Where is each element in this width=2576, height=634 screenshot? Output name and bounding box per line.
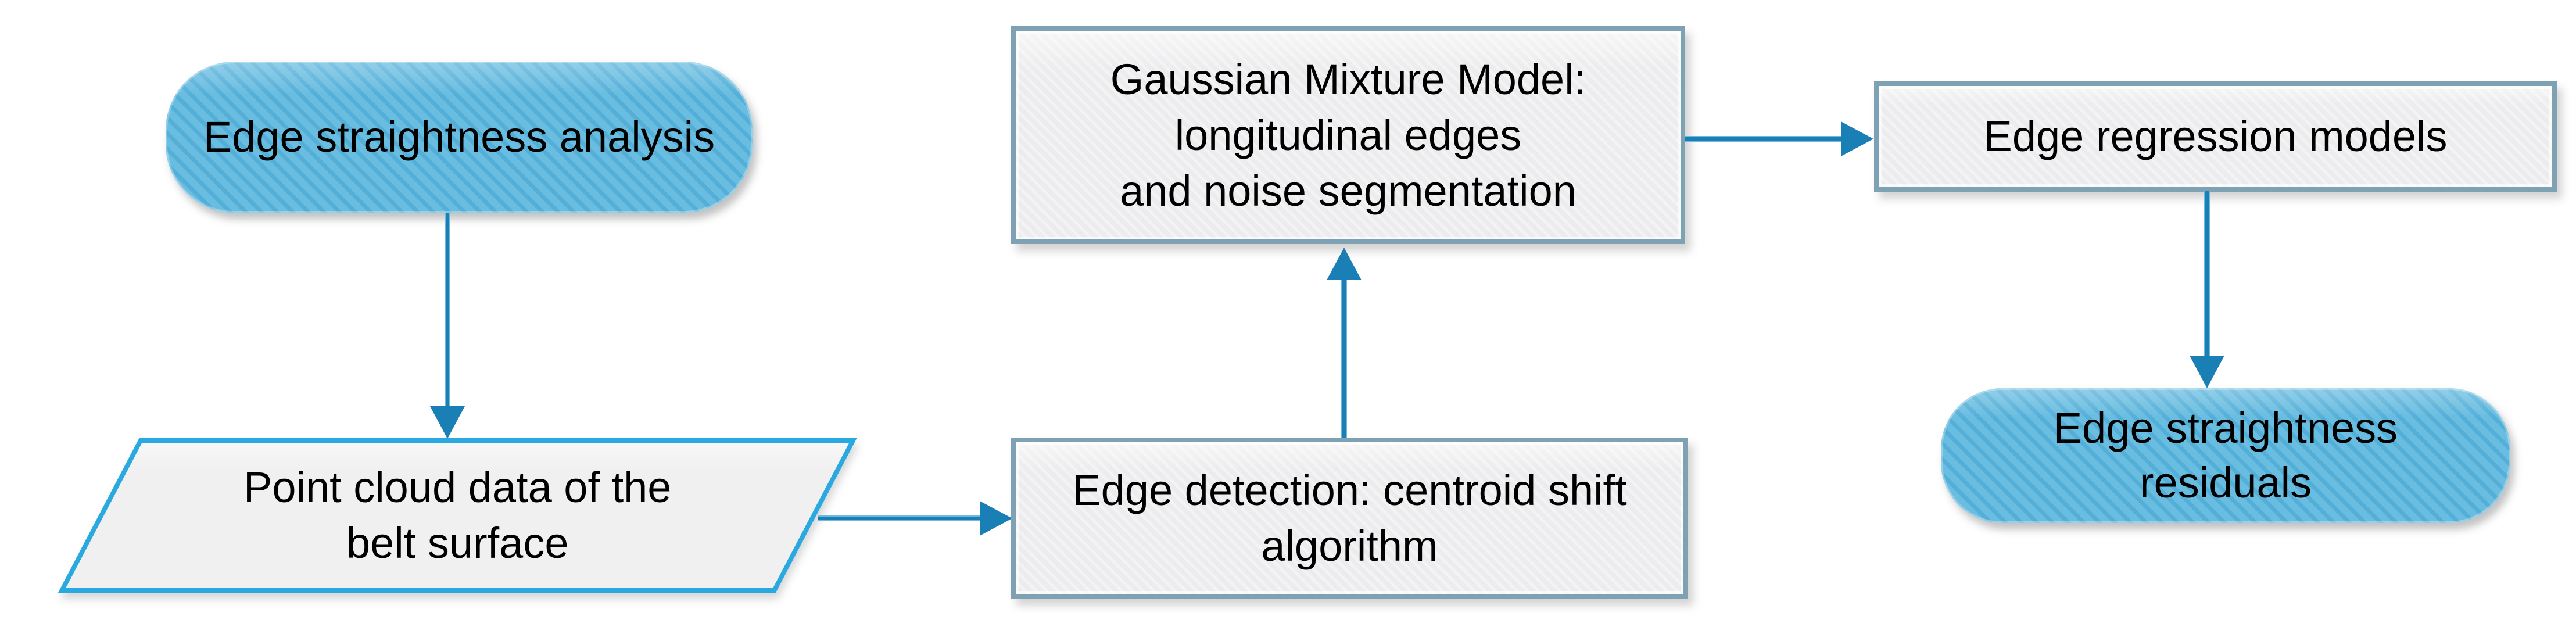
arrowhead-down	[2190, 356, 2224, 388]
arrowhead-right	[980, 501, 1012, 536]
arrow-line	[2204, 191, 2210, 357]
arrow-line	[1341, 278, 1347, 438]
start-terminator-node: Edge straightness analysis	[166, 62, 753, 213]
edge-detection-label-line1: Edge detection: centroid shift	[1072, 465, 1627, 514]
arrow-line	[445, 213, 450, 408]
end-terminator-label-line1: Edge straightness	[2053, 404, 2398, 452]
arrowhead-up	[1327, 248, 1362, 280]
edge-detection-label-line2: algorithm	[1261, 521, 1438, 570]
arrowhead-down	[430, 406, 465, 439]
point-cloud-label-line2: belt surface	[346, 518, 569, 567]
start-terminator-label: Edge straightness analysis	[203, 113, 715, 161]
point-cloud-parallelogram-node: Point cloud data of the belt surface	[58, 438, 858, 593]
gmm-label-line3: and noise segmentation	[1120, 166, 1577, 215]
end-terminator-node: Edge straightness residuals	[1941, 388, 2510, 523]
arrowhead-right	[1841, 121, 1873, 156]
gmm-process-node: Gaussian Mixture Model: longitudinal edg…	[1011, 26, 1685, 244]
gmm-label-line1: Gaussian Mixture Model:	[1110, 55, 1586, 103]
end-terminator-label-line2: residuals	[2139, 459, 2312, 507]
gmm-label-line2: longitudinal edges	[1174, 110, 1522, 159]
arrow-line	[818, 515, 982, 521]
regression-process-node: Edge regression models	[1874, 81, 2557, 192]
arrow-line	[1685, 136, 1843, 142]
point-cloud-label-line1: Point cloud data of the	[243, 463, 672, 511]
regression-label: Edge regression models	[1983, 112, 2448, 160]
edge-detection-process-node: Edge detection: centroid shift algorithm	[1011, 438, 1688, 599]
